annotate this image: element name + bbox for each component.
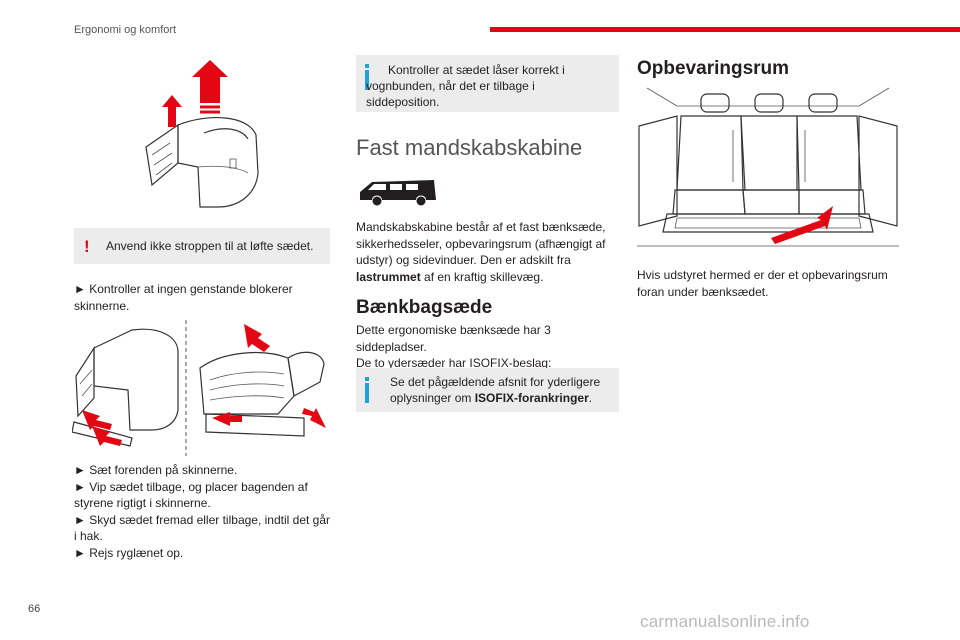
- rotate-arrow-icon: [244, 324, 270, 352]
- up-arrow-icon: [192, 60, 228, 103]
- storage-description: Hvis udstyret hermed er der et opbevarin…: [637, 268, 888, 299]
- heading-opbevaringsrum: Opbevaringsrum: [637, 58, 790, 79]
- cabin-intro-part: af en kraftig skillevæg.: [420, 269, 544, 284]
- step-line: ► Skyd sædet fremad eller tilbage, indti…: [74, 512, 331, 544]
- step-check-rails: ► Kontroller at ingen genstande blokerer…: [74, 282, 293, 313]
- isofix-note-part: Se det pågældende afsnit for yderligere …: [390, 375, 601, 405]
- info-note-box: Kontroller at sædet låser korrekt i vogn…: [356, 55, 619, 112]
- header-accent-bar: [490, 27, 960, 32]
- watermark: carmanualsonline.info: [640, 612, 810, 631]
- info-icon: [365, 64, 369, 90]
- info-icon: [365, 377, 369, 403]
- cabin-intro-bold: lastrummet: [356, 269, 421, 284]
- warning-exclamation-icon: !: [84, 237, 90, 256]
- bench-text: Dette ergonomiske bænksæde har 3 siddepl…: [356, 322, 620, 372]
- cabin-intro-text: Mandskabskabine består af et fast bænksæ…: [356, 219, 620, 285]
- info-note-text: Kontroller at sædet låser korrekt i vogn…: [366, 63, 565, 109]
- warning-note-box: ! Anvend ikke stroppen til at løfte sæde…: [74, 228, 330, 264]
- heading-fast-mandskabskabine: Fast mandskabskabine: [356, 135, 583, 160]
- isofix-note-text: Se det pågældende afsnit for yderligere …: [390, 374, 612, 406]
- isofix-note-bold: ISOFIX-forankringer: [474, 391, 589, 405]
- warning-note-text: Anvend ikke stroppen til at løfte sædet.: [106, 239, 314, 253]
- seat-lift-illustration: [145, 60, 259, 208]
- step-line: ► Sæt forenden på skinnerne.: [74, 463, 238, 477]
- section-title: Ergonomi og komfort: [74, 24, 177, 36]
- seat-install-illustration: [72, 320, 326, 456]
- seat-install-steps: ► Sæt forenden på skinnerne. ► Vip sædet…: [74, 462, 332, 561]
- page-number: 66: [28, 603, 41, 615]
- cabin-intro-part: Mandskabskabine består af et fast bænksæ…: [356, 220, 606, 267]
- bench-text-line: De to ydersæder har ISOFIX-beslag:: [356, 356, 552, 370]
- small-up-arrow-icon: [162, 95, 182, 127]
- step-line: ► Rejs ryglænet op.: [74, 545, 184, 560]
- pointer-arrow-icon: [771, 206, 833, 244]
- step-line: ► Vip sædet tilbage, og placer bagenden …: [74, 479, 308, 511]
- isofix-note-part: .: [588, 391, 593, 405]
- bench-text-line: Dette ergonomiske bænksæde har 3 siddepl…: [356, 323, 551, 354]
- storage-compartment-illustration: [637, 87, 899, 247]
- left-arrow-icon: [82, 410, 112, 430]
- isofix-note-box: Se det pågældende afsnit for yderligere …: [356, 368, 619, 412]
- van-silhouette-icon: [360, 180, 436, 206]
- heading-baenkbagsaede: Bænkbagsæde: [356, 297, 493, 318]
